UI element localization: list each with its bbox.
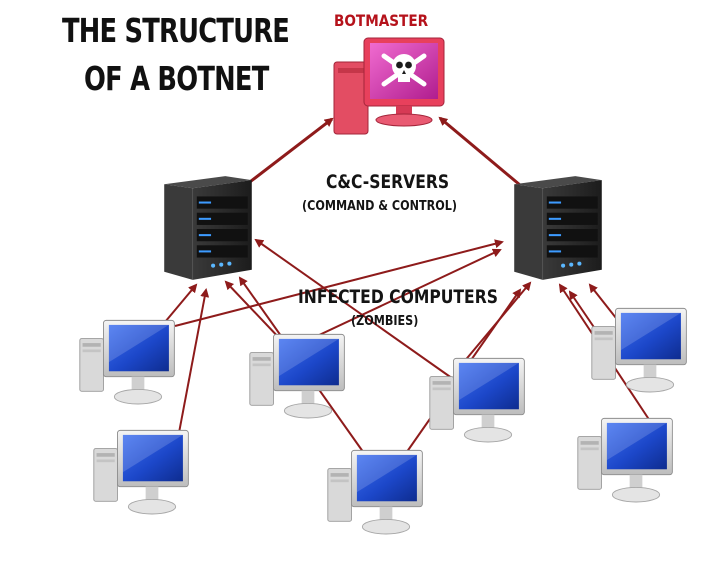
zombie-computer-4 [327, 449, 423, 535]
arrow-zombie-1-to-right-server [174, 239, 504, 327]
arrow-zombie-2-to-left-server [177, 288, 210, 439]
zombie-computer-1 [79, 319, 175, 405]
zombie-computer-2 [93, 429, 189, 515]
cc-server-right [514, 176, 602, 280]
infected-computers-sublabel: (ZOMBIES) [351, 314, 419, 329]
zombie-computer-7 [577, 417, 673, 503]
zombie-computer-5 [429, 357, 525, 443]
cc-servers-label: C&C-SERVERS [326, 171, 450, 193]
cc-server-left [164, 176, 252, 280]
infected-computers-label: INFECTED COMPUTERS [298, 286, 498, 308]
arrow-zombie-6-to-right-server [588, 283, 617, 319]
arrow-zombie-5-to-left-server [254, 238, 457, 382]
cc-servers-sublabel: (COMMAND & CONTROL) [302, 199, 457, 214]
title-line-1: THE STRUCTURE [62, 11, 290, 50]
zombie-computer-6 [591, 307, 687, 393]
arrow-right-server-to-botmaster [438, 116, 521, 187]
title-line-2: OF A BOTNET [84, 59, 269, 98]
botmaster-label: BOTMASTER [334, 11, 429, 30]
arrow-zombie-3-to-left-server [224, 280, 284, 343]
arrow-left-server-to-botmaster [241, 117, 334, 190]
botmaster-computer [333, 37, 445, 135]
